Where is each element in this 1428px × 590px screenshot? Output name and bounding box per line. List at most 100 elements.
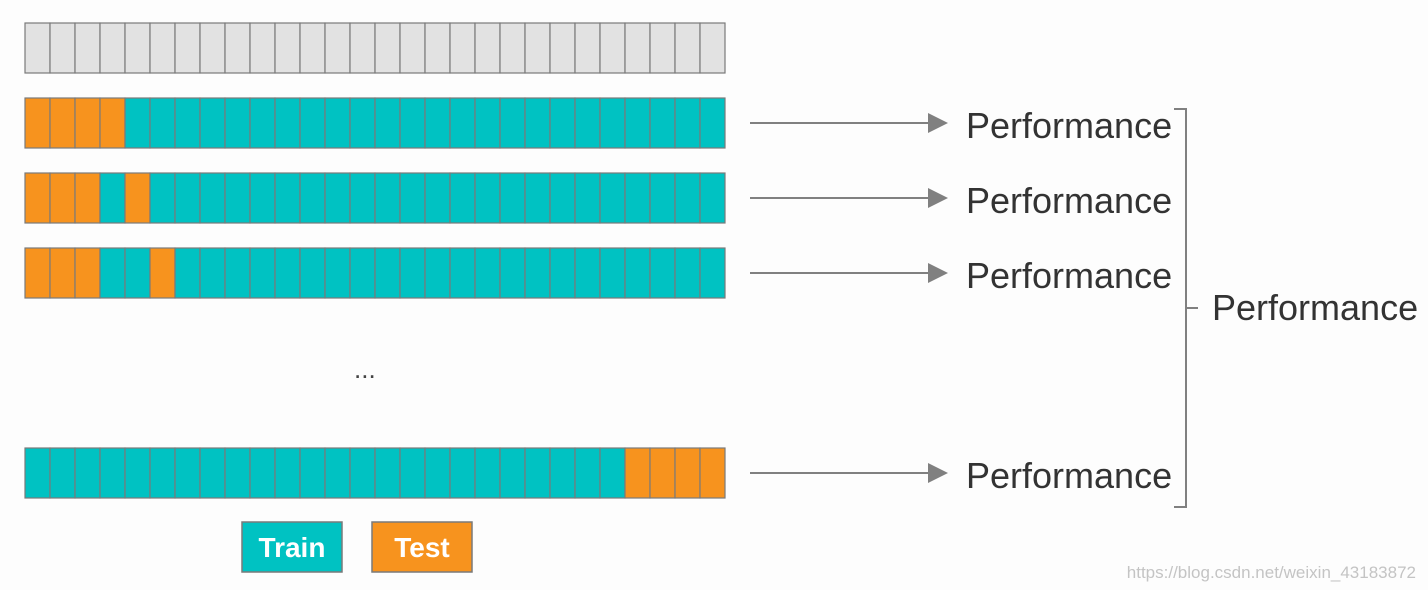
legend-test-label: Test	[394, 532, 450, 563]
data-cell	[549, 22, 576, 74]
train-cell	[399, 247, 426, 299]
fold-performance-label: Performance	[966, 105, 1172, 146]
test-cell	[24, 97, 51, 149]
train-cell	[449, 97, 476, 149]
data-cell	[349, 22, 376, 74]
train-cell	[574, 172, 601, 224]
train-cell	[599, 247, 626, 299]
data-cell	[374, 22, 401, 74]
train-cell	[624, 172, 651, 224]
aggregate-performance-label: Performance	[1212, 287, 1418, 328]
train-cell	[374, 447, 401, 499]
test-cell	[49, 247, 76, 299]
test-cell	[74, 172, 101, 224]
data-cell	[449, 22, 476, 74]
data-cell	[324, 22, 351, 74]
train-cell	[524, 97, 551, 149]
train-cell	[674, 172, 701, 224]
arrow-head-icon	[928, 188, 948, 208]
data-cell	[524, 22, 551, 74]
train-cell	[599, 447, 626, 499]
data-rows	[24, 22, 726, 499]
train-cell	[149, 172, 176, 224]
data-cell	[99, 22, 126, 74]
train-cell	[649, 172, 676, 224]
train-cell	[224, 97, 251, 149]
train-cell	[349, 447, 376, 499]
test-cell	[124, 172, 151, 224]
train-cell	[174, 247, 201, 299]
train-cell	[174, 97, 201, 149]
arrow-head-icon	[928, 113, 948, 133]
test-cell	[674, 447, 701, 499]
train-cell	[574, 447, 601, 499]
train-cell	[524, 247, 551, 299]
train-cell	[524, 447, 551, 499]
data-cell	[24, 22, 51, 74]
train-cell	[599, 172, 626, 224]
train-cell	[499, 247, 526, 299]
train-cell	[499, 172, 526, 224]
ellipsis: ...	[354, 354, 376, 384]
train-cell	[199, 247, 226, 299]
train-cell	[699, 247, 726, 299]
train-cell	[424, 172, 451, 224]
train-cell	[549, 97, 576, 149]
data-cell	[599, 22, 626, 74]
train-cell	[299, 447, 326, 499]
train-cell	[549, 247, 576, 299]
train-cell	[99, 447, 126, 499]
train-cell	[324, 97, 351, 149]
train-cell	[149, 447, 176, 499]
train-cell	[274, 447, 301, 499]
legend-train-label: Train	[259, 532, 326, 563]
data-cell	[274, 22, 301, 74]
train-cell	[199, 97, 226, 149]
test-cell	[649, 447, 676, 499]
fold-row	[24, 447, 726, 499]
test-cell	[624, 447, 651, 499]
fold-performance-label: Performance	[966, 455, 1172, 496]
train-cell	[249, 97, 276, 149]
data-cell	[299, 22, 326, 74]
train-cell	[224, 447, 251, 499]
fold-performance-label: Performance	[966, 255, 1172, 296]
arrows	[750, 113, 948, 483]
train-cell	[249, 172, 276, 224]
data-cell	[174, 22, 201, 74]
train-cell	[74, 447, 101, 499]
test-cell	[99, 97, 126, 149]
watermark: https://blog.csdn.net/weixin_43183872	[1127, 563, 1416, 582]
train-cell	[324, 247, 351, 299]
train-cell	[549, 447, 576, 499]
train-cell	[599, 97, 626, 149]
train-cell	[499, 447, 526, 499]
test-cell	[24, 172, 51, 224]
legend-train-swatch	[241, 521, 343, 573]
train-cell	[174, 447, 201, 499]
train-cell	[224, 172, 251, 224]
train-cell	[424, 247, 451, 299]
data-cell	[649, 22, 676, 74]
train-cell	[374, 172, 401, 224]
train-cell	[124, 447, 151, 499]
legend-test-swatch	[371, 521, 473, 573]
data-cell	[199, 22, 226, 74]
train-cell	[699, 97, 726, 149]
train-cell	[124, 97, 151, 149]
train-cell	[274, 247, 301, 299]
test-cell	[24, 247, 51, 299]
train-cell	[449, 447, 476, 499]
train-cell	[399, 97, 426, 149]
fold-performance-label: Performance	[966, 180, 1172, 221]
train-cell	[324, 447, 351, 499]
data-cell	[224, 22, 251, 74]
fold-row	[24, 97, 726, 149]
data-cell	[249, 22, 276, 74]
train-cell	[149, 97, 176, 149]
aggregate-bracket	[1174, 108, 1198, 508]
train-cell	[349, 247, 376, 299]
fold-row	[24, 247, 726, 299]
test-cell	[74, 97, 101, 149]
